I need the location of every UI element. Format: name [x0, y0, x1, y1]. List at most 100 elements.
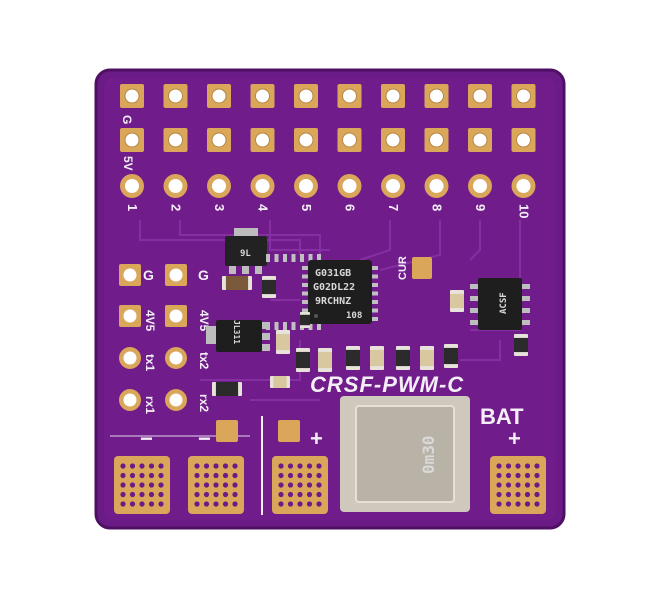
- round-pin-pad: [381, 174, 405, 198]
- plus-label-2: +: [508, 426, 521, 451]
- smd-component: [222, 276, 252, 290]
- square-pin-pad: [337, 128, 362, 152]
- sensor-marking: ACSF: [499, 292, 509, 314]
- header-pin-rows: [120, 84, 536, 198]
- round-pin-pad: [163, 174, 188, 198]
- smd-component: [296, 348, 310, 372]
- square-pin-pad: [250, 84, 275, 108]
- side-pin-pad: [119, 264, 141, 286]
- power-solder-pad: [188, 456, 244, 514]
- channel-labels: 1 2 3 4 5 6 7 8 9 10: [125, 204, 532, 218]
- round-pin-pad: [250, 174, 275, 198]
- side-pin-pad: [165, 347, 187, 369]
- side-label-right-3: rx2: [197, 394, 211, 412]
- channel-label-2: 2: [169, 204, 184, 211]
- shunt-marking: 0m30: [419, 435, 438, 474]
- side-label-left-2: tx1: [143, 354, 157, 372]
- mcu-marking-line-2: G02DL22: [313, 282, 355, 293]
- shunt-resistor: 0m30: [340, 396, 470, 512]
- round-pin-pad: [511, 174, 536, 198]
- channel-label-7: 7: [386, 204, 401, 211]
- square-pin-pad: [511, 128, 536, 152]
- board-title: CRSF-PWM-C: [310, 372, 464, 397]
- channel-label-10: 10: [517, 204, 532, 218]
- channel-label-4: 4: [256, 204, 271, 212]
- smd-component: [212, 382, 242, 396]
- smd-component: [444, 344, 458, 368]
- row-label-5v: 5V: [121, 156, 135, 171]
- side-pin-pad: [119, 389, 141, 411]
- square-pin-pad: [424, 128, 449, 152]
- side-pin-pad: [119, 305, 141, 327]
- smd-component: [420, 346, 434, 370]
- cur-label: CUR: [397, 256, 409, 280]
- minus-label-1: −: [140, 426, 153, 451]
- channel-label-3: 3: [212, 204, 227, 211]
- bat-label: BAT: [480, 404, 524, 429]
- cur-pad: [412, 257, 432, 279]
- square-pin-pad: [120, 128, 144, 152]
- regulator-marking: 9L: [240, 249, 251, 259]
- side-label-left-1: 4V5: [143, 310, 157, 332]
- mcu-marking-line-3: 9RCHNZ: [315, 296, 351, 307]
- mcu-marking-line-1: G031GB: [315, 268, 351, 279]
- smd-component: [262, 276, 276, 298]
- side-label-left-0: G: [143, 267, 154, 283]
- side-pin-pad: [165, 305, 187, 327]
- side-pin-pad: [165, 389, 187, 411]
- square-pin-pad: [207, 128, 231, 152]
- round-pin-pad: [120, 174, 144, 198]
- second-regulator: JL311: [206, 320, 270, 352]
- side-pin-pad: [119, 347, 141, 369]
- smd-component: [514, 334, 528, 356]
- small-pad: [278, 420, 300, 442]
- smd-component: [270, 376, 290, 388]
- mcu-marking-line-4: 108: [346, 311, 362, 321]
- round-pin-pad: [207, 174, 231, 198]
- square-pin-pad: [207, 84, 231, 108]
- square-pin-pad: [381, 84, 405, 108]
- channel-label-5: 5: [299, 204, 314, 211]
- channel-label-9: 9: [473, 204, 488, 211]
- power-solder-pad: [114, 456, 170, 514]
- square-pin-pad: [468, 128, 492, 152]
- smd-component: [300, 312, 310, 328]
- square-pin-pad: [120, 84, 144, 108]
- smd-component: [370, 346, 384, 370]
- regulator2-marking: JL311: [232, 320, 241, 344]
- square-pin-pad: [468, 84, 492, 108]
- row-label-ground: G: [120, 115, 134, 124]
- passive-components: [212, 276, 528, 396]
- smd-component: [318, 348, 332, 372]
- channel-label-6: 6: [343, 204, 358, 211]
- square-pin-pad: [381, 128, 405, 152]
- square-pin-pad: [294, 128, 318, 152]
- round-pin-pad: [337, 174, 362, 198]
- side-label-left-3: rx1: [143, 396, 157, 414]
- current-sensor-chip: ACSF: [470, 278, 530, 330]
- round-pin-pad: [424, 174, 449, 198]
- channel-label-8: 8: [430, 204, 445, 211]
- power-solder-pad: [272, 456, 328, 514]
- square-pin-pad: [250, 128, 275, 152]
- square-pin-pad: [511, 84, 536, 108]
- plus-label-1: +: [310, 426, 323, 451]
- side-label-right-0: G: [198, 267, 209, 283]
- side-label-right-2: tx2: [197, 352, 211, 370]
- square-pin-pad: [337, 84, 362, 108]
- square-pin-pad: [163, 128, 188, 152]
- smd-component: [450, 290, 464, 312]
- voltage-regulator: 9L: [225, 228, 267, 274]
- round-pin-pad: [468, 174, 492, 198]
- smd-component: [396, 346, 410, 370]
- channel-label-1: 1: [125, 204, 140, 211]
- side-uart-pads: [119, 264, 187, 411]
- smd-component: [346, 346, 360, 370]
- power-pads: [114, 456, 546, 514]
- square-pin-pad: [163, 84, 188, 108]
- power-solder-pad: [490, 456, 546, 514]
- side-pin-pad: [165, 264, 187, 286]
- square-pin-pad: [294, 84, 318, 108]
- small-pad: [216, 420, 238, 442]
